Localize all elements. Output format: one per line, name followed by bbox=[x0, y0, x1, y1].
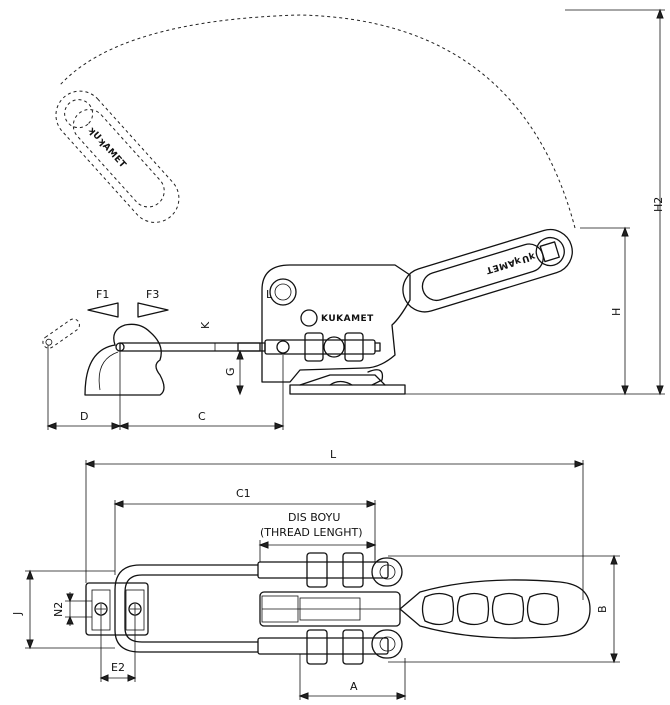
svg-text:ʞUʞAMET: ʞUʞAMET bbox=[484, 250, 537, 275]
clamp-body bbox=[261, 264, 411, 383]
nut-bottom-left bbox=[306, 629, 328, 665]
dim-g-label: G bbox=[224, 367, 237, 376]
spindle bbox=[264, 339, 376, 355]
thread-rod-bottom bbox=[257, 637, 389, 655]
handle-travel-arc bbox=[59, 14, 576, 229]
f1-label: F1 bbox=[96, 288, 109, 301]
workpiece-hook bbox=[84, 323, 165, 396]
dim-c-label: C bbox=[198, 410, 206, 423]
svg-text:L: L bbox=[266, 288, 273, 301]
dim-b-label: B bbox=[596, 605, 609, 613]
dim-h2-label: H2 bbox=[652, 197, 665, 212]
nut-top-left bbox=[306, 552, 328, 588]
dim-j-label: J bbox=[11, 612, 24, 616]
pin-sketch bbox=[42, 318, 80, 349]
handle-top bbox=[399, 579, 591, 639]
handle: ʞUʞAMET bbox=[402, 228, 573, 313]
dim-c1-label: C1 bbox=[236, 487, 251, 500]
body-brand-text: KUKAMET bbox=[321, 314, 374, 324]
nut-bottom-right bbox=[342, 629, 364, 665]
thread-rod-top bbox=[257, 561, 389, 579]
side-view: ʞUʞAMET L KUKAMET ʞUʞAMET bbox=[42, 8, 665, 430]
pivot-circle bbox=[269, 278, 297, 306]
ghost-handle: ʞUʞAMET bbox=[55, 90, 180, 223]
nut-right bbox=[344, 332, 364, 362]
dim-a-label: A bbox=[350, 680, 358, 693]
grip-holes bbox=[421, 592, 560, 626]
f3-label: F3 bbox=[146, 288, 159, 301]
f1-arrow bbox=[87, 302, 119, 318]
dim-l-label: L bbox=[330, 448, 337, 461]
base-bracket bbox=[299, 374, 386, 386]
dim-h-label: H bbox=[610, 308, 623, 316]
plunger-rod bbox=[119, 342, 266, 352]
top-view: L C1 DIS BOYU (THREAD LENGHT) J N2 bbox=[11, 448, 620, 700]
pressure-pad bbox=[85, 582, 149, 636]
nut-left bbox=[304, 332, 324, 362]
dim-n2-label: N2 bbox=[52, 602, 65, 617]
thread-label-line2: (THREAD LENGHT) bbox=[260, 526, 362, 539]
thread-label-line1: DIS BOYU bbox=[288, 511, 340, 524]
dim-k-label: K bbox=[199, 321, 212, 329]
u-frame bbox=[114, 564, 259, 653]
base-plate bbox=[289, 384, 406, 395]
f3-arrow bbox=[137, 302, 169, 318]
dim-d-label: D bbox=[80, 410, 88, 423]
brand-logo-icon bbox=[300, 309, 318, 327]
dim-e2-label: E2 bbox=[111, 661, 125, 674]
nut-top-right bbox=[342, 552, 364, 588]
